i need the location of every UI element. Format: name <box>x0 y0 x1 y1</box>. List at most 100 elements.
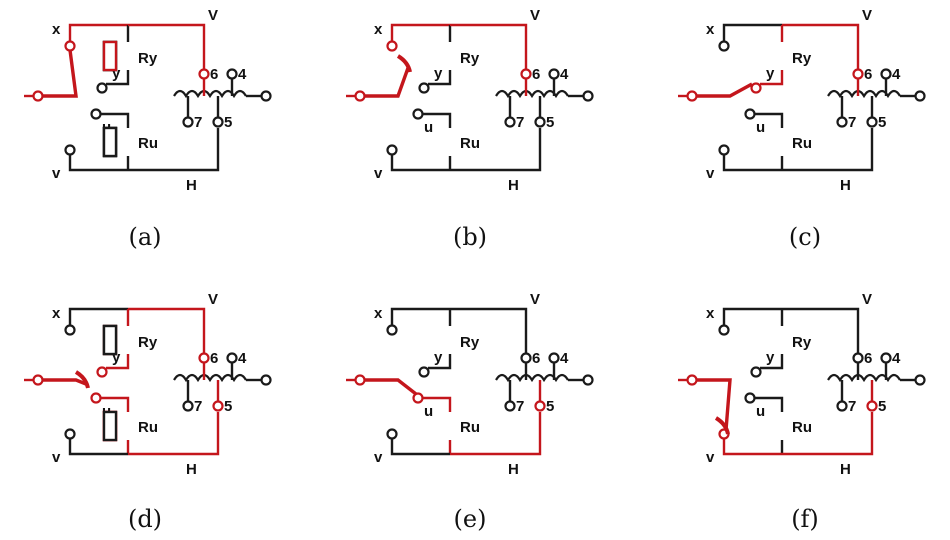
selector-arm <box>42 49 78 98</box>
terminal-source <box>32 374 44 386</box>
label-tap-4: 4 <box>560 66 569 83</box>
label-tap-6: 6 <box>210 350 218 367</box>
label-y: y <box>434 349 443 366</box>
terminal-x <box>718 40 730 52</box>
v-branch-wire <box>68 438 128 456</box>
x-branch-wire <box>722 307 782 326</box>
selector-arm <box>696 378 732 431</box>
terminal-y <box>96 82 108 94</box>
label-tap-7: 7 <box>848 114 856 131</box>
terminal-tap-5 <box>866 116 878 128</box>
label-y: y <box>112 349 121 366</box>
label-v: v <box>706 165 715 182</box>
label-V: V <box>530 291 540 308</box>
label-Ru: Ru <box>460 135 480 152</box>
terminal-tap-7 <box>182 400 194 412</box>
selector-arm <box>364 67 410 98</box>
label-H: H <box>186 177 197 194</box>
terminal-x <box>64 324 76 336</box>
label-Ry: Ry <box>792 50 812 67</box>
terminal-tap-7 <box>836 400 848 412</box>
transformer-winding <box>495 373 569 383</box>
v-rail-wire <box>450 23 528 70</box>
terminal-tap-5 <box>866 400 878 412</box>
panel-caption: (c) <box>789 223 821 251</box>
terminal-u <box>412 108 424 120</box>
terminal-tap-4 <box>226 352 238 364</box>
terminal-tap-4 <box>226 68 238 80</box>
h-rail-wire <box>450 128 542 172</box>
terminal-tap-7 <box>504 116 516 128</box>
terminal-tap-4 <box>880 68 892 80</box>
x-branch-wire <box>390 307 450 326</box>
terminal-tap-6 <box>852 68 864 80</box>
label-v: v <box>52 165 61 182</box>
v-branch-wire <box>722 438 782 456</box>
transformer-winding <box>173 373 247 383</box>
terminal-winding-end <box>914 90 926 102</box>
v-branch-wire <box>390 154 450 172</box>
h-rail-wire <box>128 128 220 172</box>
label-y: y <box>112 65 121 82</box>
ru-top-wire <box>422 396 452 412</box>
label-tap-4: 4 <box>238 66 247 83</box>
terminal-tap-5 <box>212 400 224 412</box>
terminal-tap-6 <box>852 352 864 364</box>
terminal-u <box>90 392 102 404</box>
label-tap-6: 6 <box>532 350 540 367</box>
label-v: v <box>52 449 61 466</box>
label-Ru: Ru <box>460 419 480 436</box>
terminal-u <box>90 108 102 120</box>
terminal-tap-7 <box>182 116 194 128</box>
v-branch-wire <box>68 154 128 172</box>
h-rail-wire <box>128 412 220 456</box>
label-y: y <box>434 65 443 82</box>
terminal-x <box>64 40 76 52</box>
v-rail-wire <box>782 23 860 70</box>
h-rail-wire <box>450 412 542 456</box>
label-x: x <box>706 305 715 322</box>
label-u: u <box>424 119 433 136</box>
label-tap-5: 5 <box>878 114 886 131</box>
ru-top-wire <box>754 396 784 412</box>
ry-resistor <box>102 40 118 72</box>
label-tap-7: 7 <box>516 398 524 415</box>
terminal-winding-end <box>582 90 594 102</box>
label-Ry: Ry <box>460 50 480 67</box>
panel-caption: (a) <box>128 223 161 251</box>
label-tap-5: 5 <box>878 398 886 415</box>
terminal-tap-6 <box>520 352 532 364</box>
label-Ru: Ru <box>792 135 812 152</box>
selector-arm <box>696 82 753 98</box>
label-x: x <box>706 21 715 38</box>
terminal-y <box>750 82 762 94</box>
ry-bottom-wire <box>428 70 452 86</box>
terminal-tap-4 <box>548 352 560 364</box>
terminal-tap-5 <box>534 116 546 128</box>
label-u: u <box>756 403 765 420</box>
label-u: u <box>756 119 765 136</box>
label-V: V <box>208 7 218 24</box>
terminal-tap-4 <box>880 352 892 364</box>
terminal-tap-6 <box>520 68 532 80</box>
label-tap-4: 4 <box>892 350 901 367</box>
label-tap-4: 4 <box>238 350 247 367</box>
transformer-winding <box>827 373 901 383</box>
terminal-v <box>718 144 730 156</box>
label-tap-7: 7 <box>848 398 856 415</box>
ry-bottom-wire <box>106 354 130 370</box>
terminal-winding-end <box>914 374 926 386</box>
label-Ru: Ru <box>138 419 158 436</box>
label-V: V <box>530 7 540 24</box>
terminal-winding-end <box>582 374 594 386</box>
terminal-v <box>386 144 398 156</box>
label-H: H <box>186 461 197 478</box>
x-branch-wire <box>390 23 450 42</box>
x-branch-wire <box>68 23 128 42</box>
h-rail-wire <box>782 412 874 456</box>
ru-resistor <box>102 126 118 158</box>
terminal-y <box>418 366 430 378</box>
